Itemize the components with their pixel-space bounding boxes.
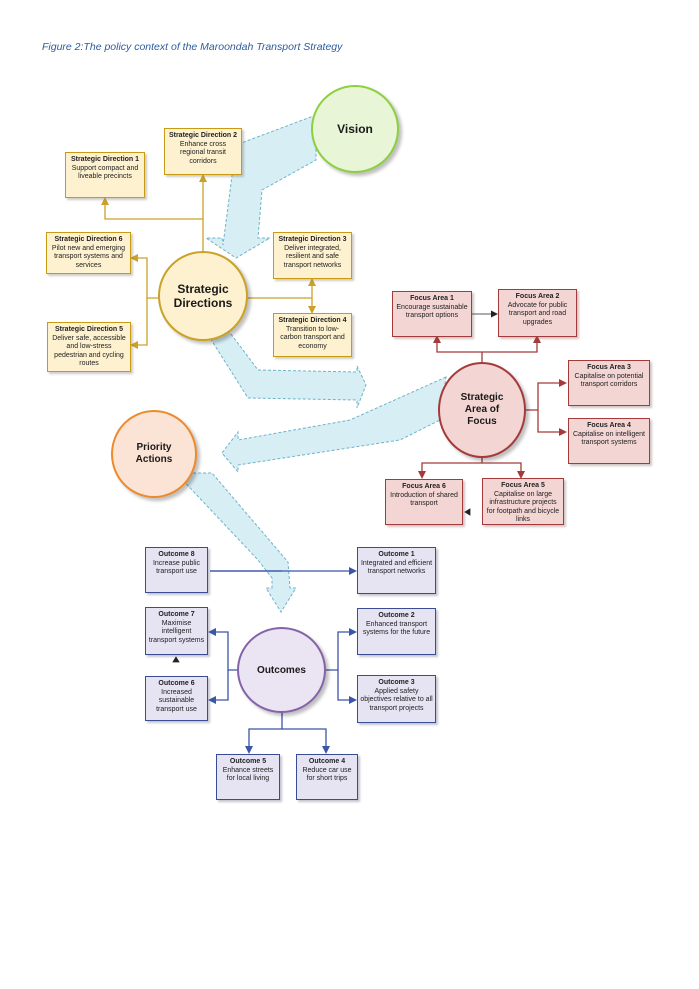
outcome-8: Outcome 8 Increase public transport use (145, 547, 208, 593)
strategic-direction-4: Strategic Direction 4 Transition to low-… (273, 313, 352, 357)
focus-area-6-text: Introduction of shared transport (390, 491, 458, 508)
focus-area-2-title: Focus Area 2 (515, 293, 560, 300)
strategic-direction-3: Strategic Direction 3 Deliver integrated… (273, 232, 352, 279)
focus-area-2-text: Advocate for public transport and road u… (507, 301, 568, 326)
outcome-7: Outcome 7 Maximise intelligent transport… (145, 607, 208, 655)
strategic-direction-4-title: Strategic Direction 4 (278, 317, 347, 324)
strategic-direction-2-text: Enhance cross regional transit corridors (179, 140, 227, 165)
outcome-1-text: Integrated and efficient transport netwo… (360, 559, 433, 576)
strategic-direction-6-title: Strategic Direction 6 (54, 236, 123, 243)
strategic-direction-5-text: Deliver safe, accessible and low-stress … (52, 334, 126, 368)
outcome-6: Outcome 6 Increased sustainable transpor… (145, 676, 208, 721)
strategic-direction-6-text: Pilot new and emerging transport systems… (51, 244, 126, 269)
strategic-direction-1-text: Support compact and liveable precincts (71, 164, 139, 181)
focus-area-4-text: Capitalise on intelligent transport syst… (573, 430, 645, 447)
priority-to-outcomes-arrow (174, 472, 297, 613)
strategic-area-of-focus-circle: Strategic Area of Focus (438, 362, 526, 458)
outcome-3-text: Applied safety objectives relative to al… (360, 687, 433, 712)
strategic-direction-2: Strategic Direction 2 Enhance cross regi… (164, 128, 242, 175)
focus-area-3: Focus Area 3 Capitalise on potential tra… (568, 360, 650, 406)
focus-area-1-title: Focus Area 1 (410, 295, 454, 302)
focus-area-5-text: Capitalise on large infrastructure proje… (486, 490, 560, 524)
strategic-direction-4-text: Transition to low-carbon transport and e… (280, 325, 345, 350)
outcome-3: Outcome 3 Applied safety objectives rela… (357, 675, 436, 723)
strategic-directions-circle: Strategic Directions (158, 251, 248, 341)
focus-to-priority-arrow (221, 376, 447, 474)
figure-caption: Figure 2:The policy context of the Maroo… (42, 41, 343, 53)
outcome-6-text: Increased sustainable transport use (156, 688, 197, 713)
strategic-direction-5-title: Strategic Direction 5 (54, 326, 124, 333)
outcome-4-text: Reduce car use for short trips (302, 766, 352, 783)
outcome-4: Outcome 4 Reduce car use for short trips (296, 754, 358, 800)
focus-area-6: Focus Area 6 Introduction of shared tran… (385, 479, 463, 525)
outcomes-circle: Outcomes (237, 627, 326, 713)
outcome-connectors (208, 567, 357, 754)
focus-area-1-text: Encourage sustainable transport options (396, 303, 468, 320)
strategic-connectors (101, 174, 316, 349)
vision-to-directions-arrow (204, 114, 317, 259)
outcome-7-title: Outcome 7 (158, 611, 195, 618)
strategic-direction-6: Strategic Direction 6 Pilot new and emer… (46, 232, 131, 274)
focus-area-1: Focus Area 1 Encourage sustainable trans… (392, 291, 472, 337)
outcome-1: Outcome 1 Integrated and efficient trans… (357, 547, 436, 594)
outcome-4-title: Outcome 4 (308, 758, 346, 765)
priority-actions-circle: Priority Actions (111, 410, 197, 498)
outcome-7-text: Maximise intelligent transport systems (148, 619, 205, 644)
outcome-2-title: Outcome 2 (378, 612, 415, 619)
outcome-2-text: Enhanced transport systems for the futur… (362, 620, 431, 637)
strategic-direction-5: Strategic Direction 5 Deliver safe, acce… (47, 322, 131, 372)
strategic-direction-1-title: Strategic Direction 1 (70, 156, 140, 163)
outcome-8-text: Increase public transport use (152, 559, 201, 576)
vision-circle: Vision (311, 85, 399, 173)
directions-to-focus-arrow (204, 329, 367, 409)
focus-area-4: Focus Area 4 Capitalise on intelligent t… (568, 418, 650, 464)
focus-area-5: Focus Area 5 Capitalise on large infrast… (482, 478, 564, 525)
outcome-8-title: Outcome 8 (158, 551, 195, 558)
flow-arrows (174, 114, 447, 613)
focus-area-6-title: Focus Area 6 (402, 483, 446, 490)
focus-area-3-title: Focus Area 3 (587, 364, 631, 371)
outcome-5: Outcome 5 Enhance streets for local livi… (216, 754, 280, 800)
focus-area-2: Focus Area 2 Advocate for public transpo… (498, 289, 577, 337)
strategic-direction-3-text: Deliver integrated, resilient and safe t… (283, 244, 342, 269)
focus-connectors (418, 335, 567, 479)
strategic-direction-2-title: Strategic Direction 2 (168, 132, 238, 139)
strategic-direction-1: Strategic Direction 1 Support compact an… (65, 152, 145, 198)
outcome-5-text: Enhance streets for local living (222, 766, 274, 783)
focus-area-5-title: Focus Area 5 (501, 482, 545, 489)
outcome-2: Outcome 2 Enhanced transport systems for… (357, 608, 436, 655)
outcome-1-title: Outcome 1 (378, 551, 415, 558)
small-black-arrows (172, 310, 498, 663)
outcome-3-title: Outcome 3 (378, 679, 415, 686)
focus-area-4-title: Focus Area 4 (587, 422, 631, 429)
outcome-5-title: Outcome 5 (229, 758, 267, 765)
outcome-6-title: Outcome 6 (158, 680, 195, 687)
focus-area-3-text: Capitalise on potential transport corrid… (574, 372, 644, 389)
strategic-direction-3-title: Strategic Direction 3 (278, 236, 347, 243)
